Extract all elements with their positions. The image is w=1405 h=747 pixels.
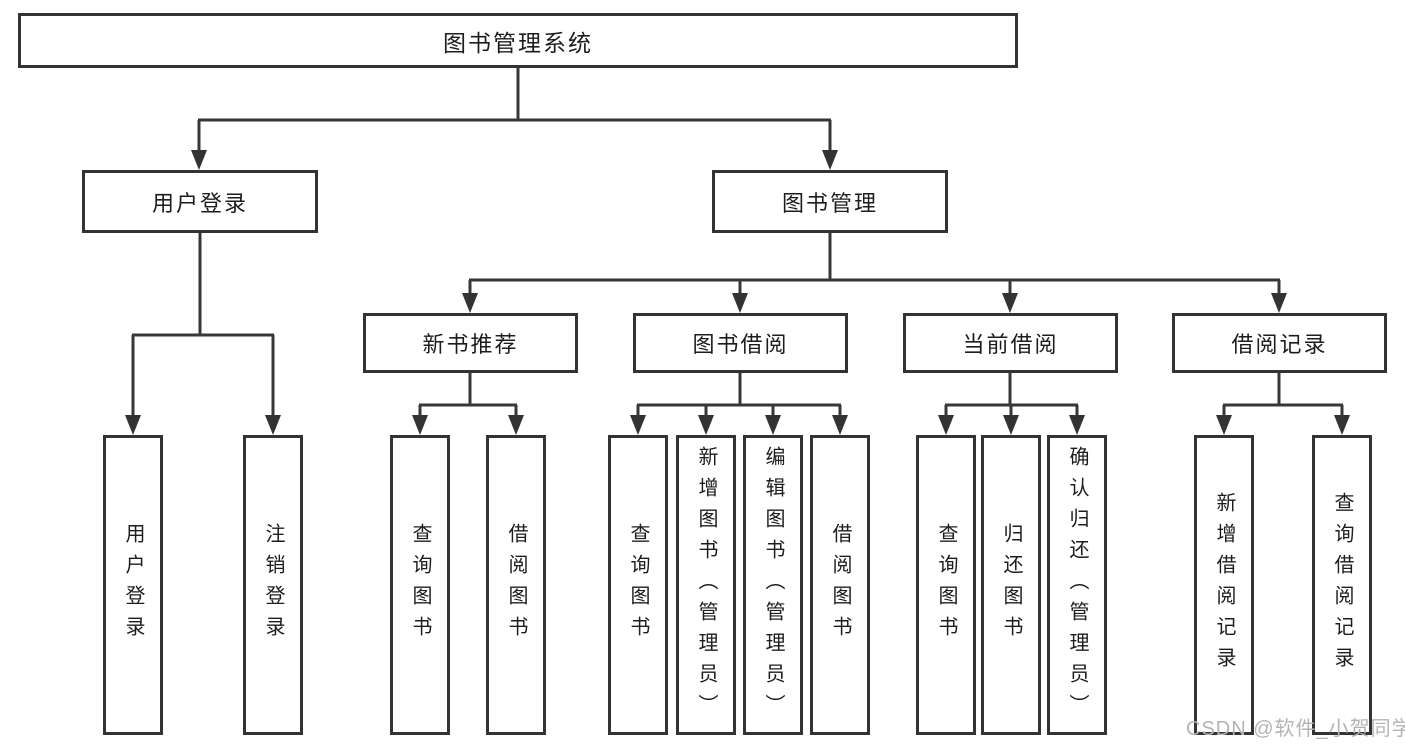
node-current-borrowing: 当前借阅	[903, 313, 1118, 373]
leaf-newbooks-query-books: 查询图书	[390, 435, 450, 735]
leaf-user-login: 用户登录	[103, 435, 163, 735]
arrowhead-down-icon	[822, 150, 838, 170]
leaf-records-add-record: 新增借阅记录	[1194, 435, 1254, 735]
leaf-logout: 注销登录	[243, 435, 303, 735]
arrowhead-down-icon	[1271, 293, 1287, 313]
arrowhead-down-icon	[765, 415, 781, 435]
arrowhead-down-icon	[938, 415, 954, 435]
node-user-login: 用户登录	[82, 170, 318, 233]
node-book-borrowing: 图书借阅	[633, 313, 848, 373]
leaf-current-return-book: 归还图书	[981, 435, 1041, 735]
node-new-book-recommend: 新书推荐	[363, 313, 578, 373]
leaf-current-query-books: 查询图书	[916, 435, 976, 735]
leaf-borrow-edit-book-admin: 编辑图书（管理员）	[743, 435, 803, 735]
arrowhead-down-icon	[462, 293, 478, 313]
arrowhead-down-icon	[1003, 415, 1019, 435]
arrowhead-down-icon	[732, 293, 748, 313]
node-root-system: 图书管理系统	[18, 13, 1018, 68]
arrowhead-down-icon	[1216, 415, 1232, 435]
arrowhead-down-icon	[698, 415, 714, 435]
arrowhead-down-icon	[1002, 293, 1018, 313]
leaf-borrow-borrow-book: 借阅图书	[810, 435, 870, 735]
arrowhead-down-icon	[125, 415, 141, 435]
arrowhead-down-icon	[832, 415, 848, 435]
leaf-borrow-add-book-admin: 新增图书（管理员）	[676, 435, 736, 735]
leaf-records-query-record: 查询借阅记录	[1312, 435, 1372, 735]
csdn-watermark: CSDN @软件_小贺同学	[1186, 718, 1405, 740]
node-borrowing-records: 借阅记录	[1172, 313, 1387, 373]
node-book-management: 图书管理	[712, 170, 948, 233]
arrowhead-down-icon	[412, 415, 428, 435]
arrowhead-down-icon	[508, 415, 524, 435]
leaf-borrow-query-books: 查询图书	[608, 435, 668, 735]
connector-path	[131, 68, 1344, 419]
leaf-newbooks-borrow-books: 借阅图书	[486, 435, 546, 735]
arrowhead-down-icon	[265, 415, 281, 435]
arrowhead-down-icon	[630, 415, 646, 435]
arrowhead-down-icon	[1334, 415, 1350, 435]
arrowhead-down-icon	[191, 150, 207, 170]
arrowhead-down-icon	[1069, 415, 1085, 435]
leaf-current-confirm-return-admin: 确认归还（管理员）	[1047, 435, 1107, 735]
